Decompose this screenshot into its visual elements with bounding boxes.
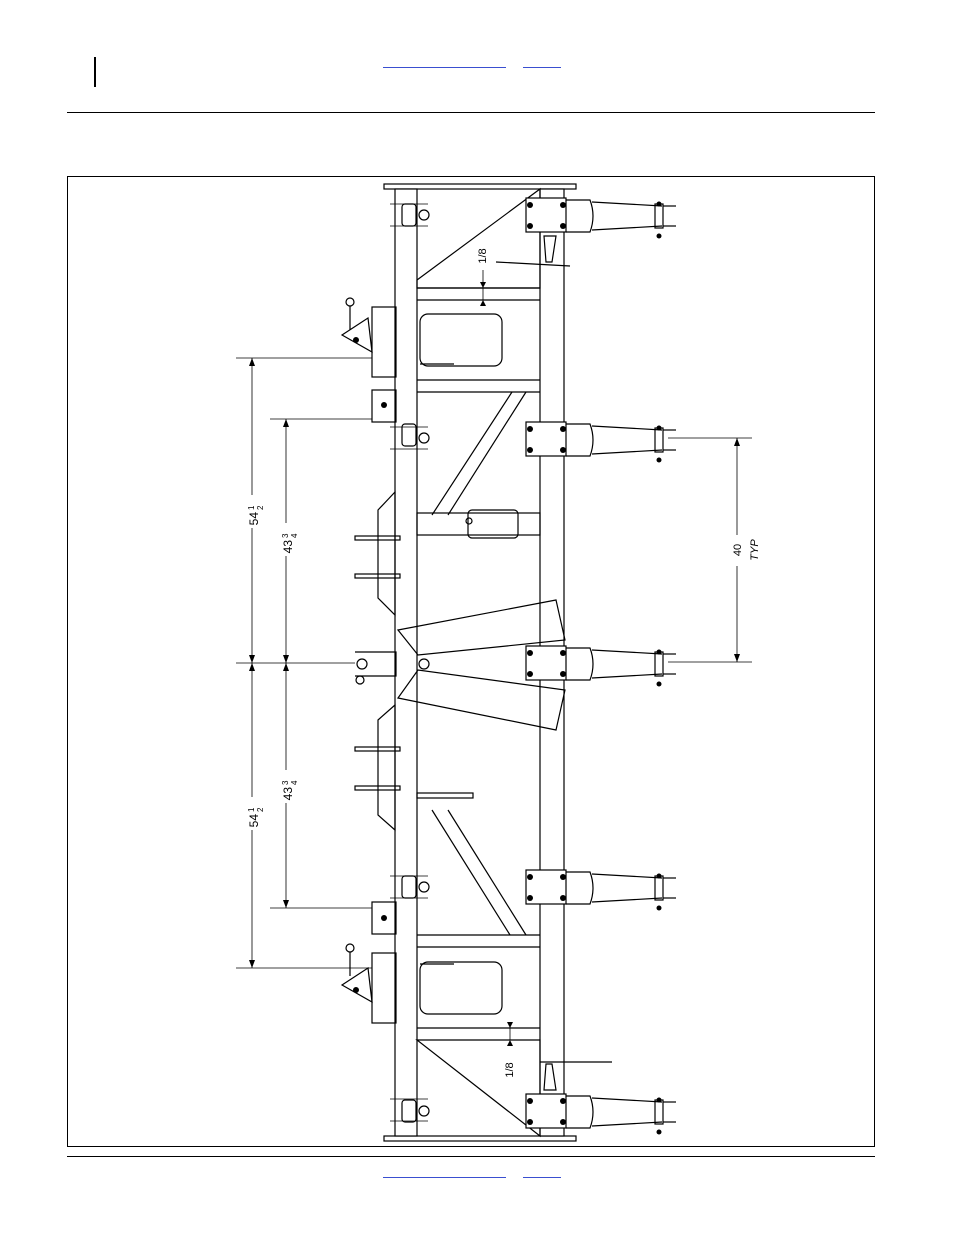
dim-outer-bottom-num: 1 [247, 807, 256, 812]
center-cylinder [417, 513, 540, 535]
dim-outer-top-den: 2 [256, 505, 265, 510]
dim-inner-top: 43 [281, 540, 295, 554]
dim-outer-bottom-den: 2 [256, 807, 265, 812]
end-plate-bottom [384, 1136, 576, 1141]
dim-inner-bottom: 43 [281, 787, 295, 801]
dim-inner-top-den: 4 [290, 533, 299, 538]
dim-gap-bottom: 1/8 [504, 1062, 516, 1077]
end-brace-top [417, 189, 540, 288]
footer-link-2[interactable] [523, 1177, 561, 1178]
dim-outer-top: 54 [247, 512, 261, 526]
end-brace-bottom [417, 1040, 540, 1136]
footer-link-1[interactable] [383, 1177, 506, 1178]
footer-rule [67, 1156, 875, 1157]
dim-inner-bottom-num: 3 [281, 780, 290, 785]
dim-inner-top-num: 3 [281, 533, 290, 538]
dim-outer-top-num: 1 [247, 505, 256, 510]
dim-spacing-note: TYP [749, 539, 761, 561]
dim-inner-bottom-den: 4 [290, 780, 299, 785]
gauge-wheel-top [420, 314, 502, 366]
gauge-wheel-bottom [420, 962, 502, 1014]
dim-gap-top: 1/8 [477, 248, 489, 263]
dim-spacing: 40 [732, 544, 744, 556]
dim-outer-bottom: 54 [247, 814, 261, 828]
end-plate-top [384, 184, 576, 189]
front-bar [395, 189, 417, 1136]
